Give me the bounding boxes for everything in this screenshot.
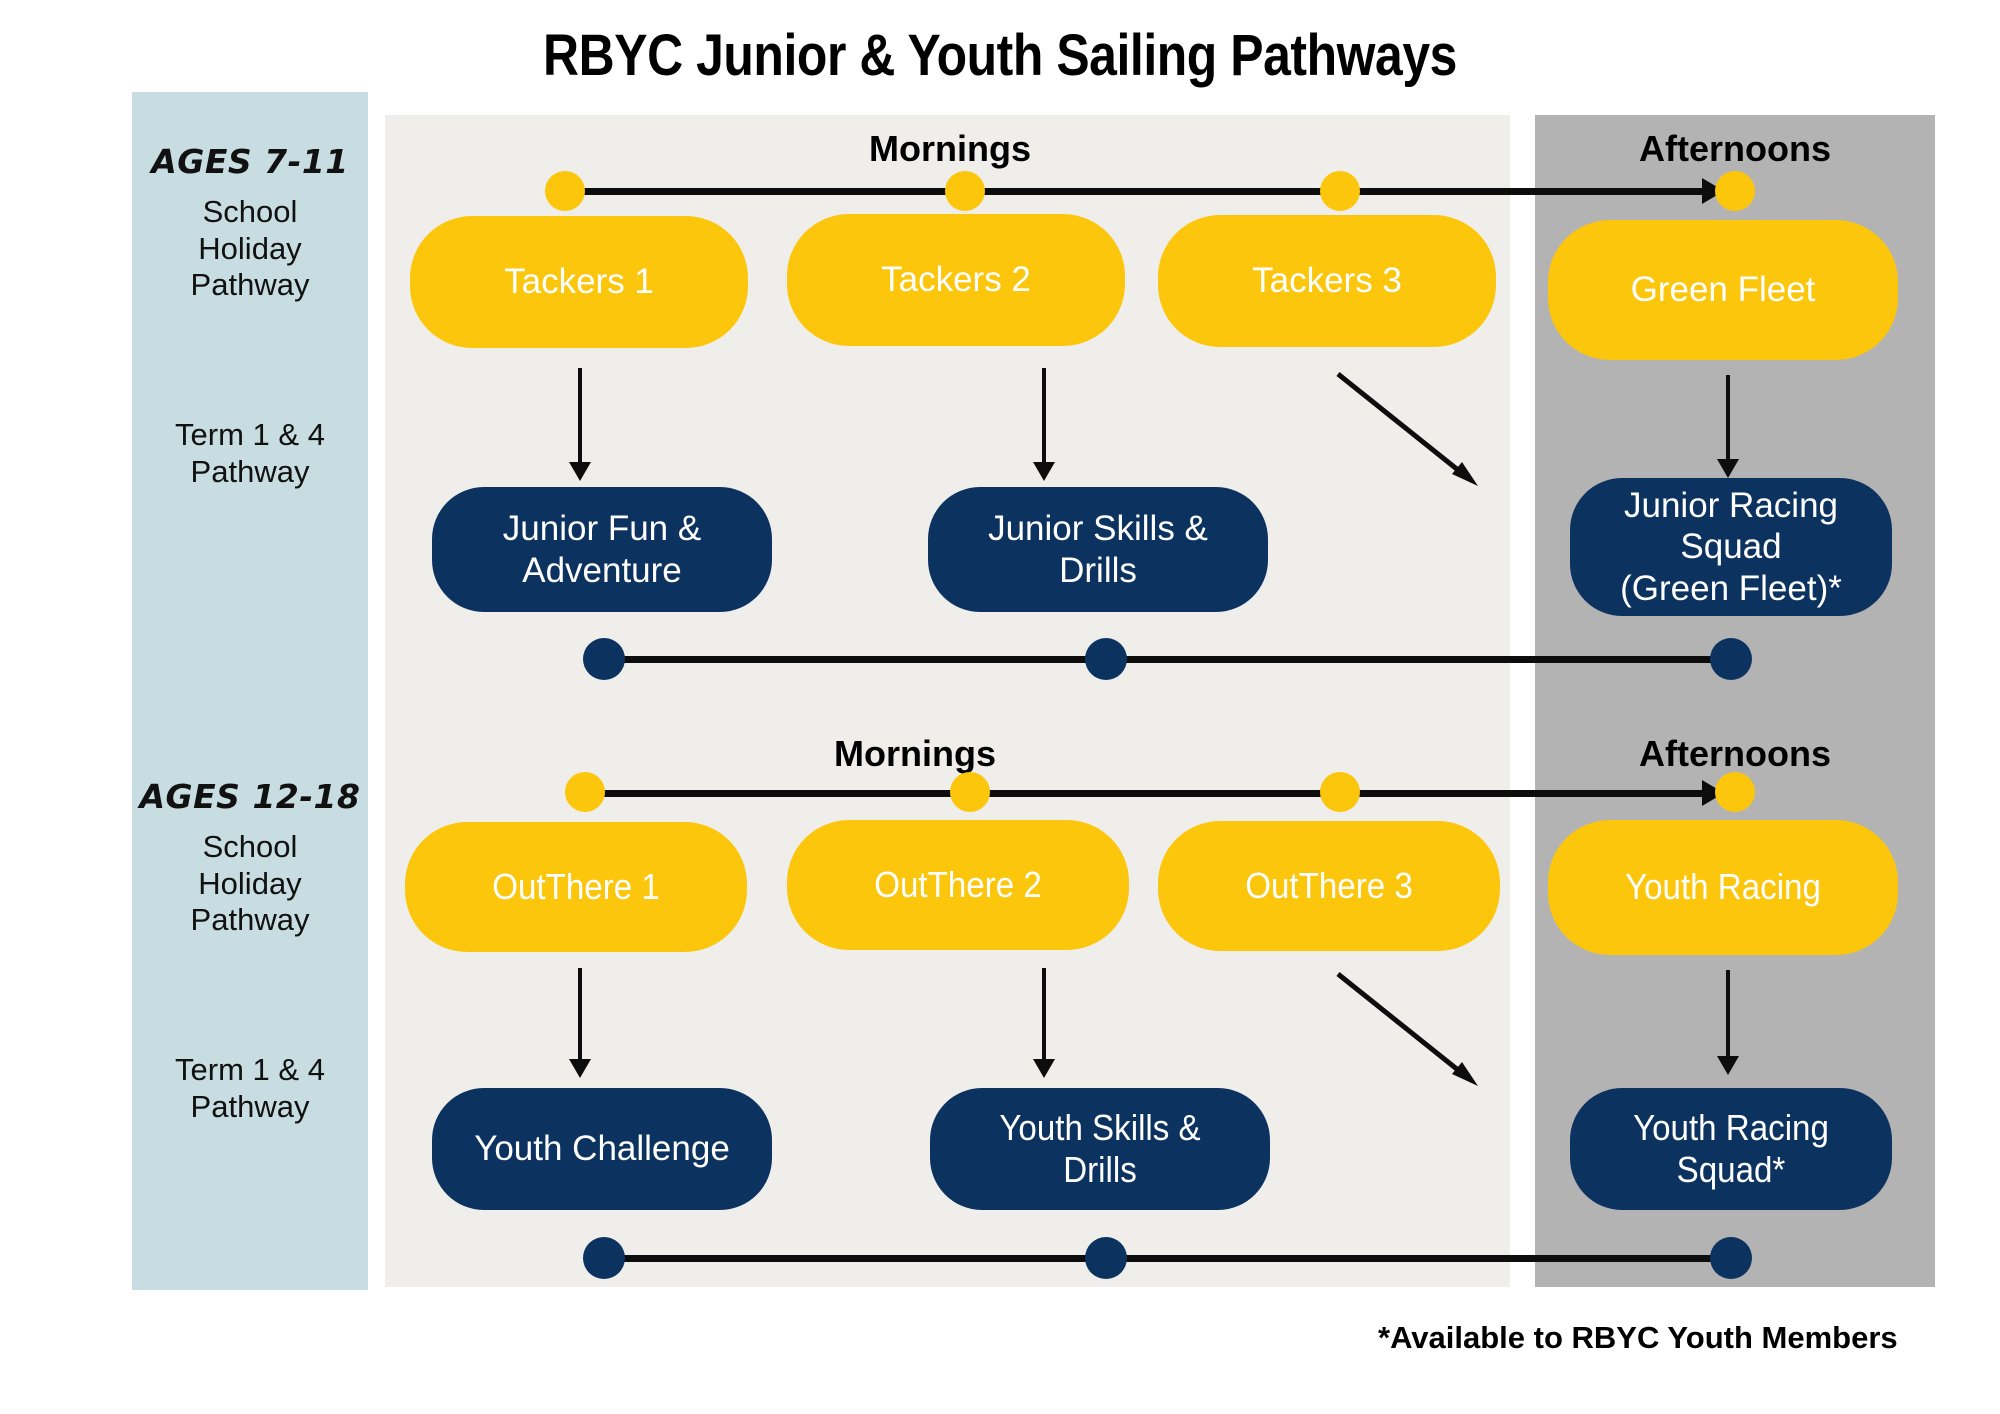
holiday-node-4-junior [1715,171,1755,211]
term-node-2-junior [1085,638,1127,680]
diagonal-arrow-tackers3 [1336,372,1478,486]
course-label: Green Fleet [1630,270,1816,310]
afternoon-header-youth: Afternoons [1639,733,1831,774]
term-pathway-label-junior: Term 1 & 4 Pathway [175,417,325,489]
holiday-progress-line-junior [565,188,1720,195]
course-green-fleet[interactable]: Green Fleet [1548,220,1898,360]
course-label: Youth Skills & Drills [999,1106,1201,1190]
course-tackers-3[interactable]: Tackers 3 [1158,215,1496,347]
afternoon-panel-junior [1535,115,1935,730]
course-youth-challenge[interactable]: Youth Challenge [432,1088,772,1210]
holiday-node-1-junior [545,171,585,211]
holiday-pathway-label-youth: School Holiday Pathway [190,829,310,938]
arrow-head-outthere2-to-youth-skills [1033,1059,1055,1078]
arrow-head-tackers2-to-junior-skills [1033,462,1055,481]
arrow-head-outthere1-to-youth-challenge [569,1059,591,1078]
course-youth-skills-drills[interactable]: Youth Skills & Drills [930,1088,1270,1210]
diagonal-arrow-outthere3 [1336,972,1478,1086]
course-label: Tackers 2 [881,260,1031,300]
page-title: RBYC Junior & Youth Sailing Pathways [543,23,1457,88]
term-node-3-youth [1710,1237,1752,1279]
arrow-head-tackers1-to-junior-fun [569,462,591,481]
course-youth-racing-squad[interactable]: Youth Racing Squad* [1570,1088,1892,1210]
course-label: Youth Racing [1625,866,1821,908]
holiday-node-4-youth [1715,772,1755,812]
course-label: Tackers 1 [504,262,654,302]
sidebar-junior: AGES 7-11 School Holiday Pathway Term 1 … [132,92,368,732]
course-label: OutThere 1 [492,865,660,907]
term-node-1-youth [583,1237,625,1279]
holiday-node-2-youth [950,772,990,812]
morning-header-junior: Mornings [869,128,1031,169]
holiday-pathway-label-junior: School Holiday Pathway [190,194,310,303]
course-outthere-3[interactable]: OutThere 3 [1158,821,1500,951]
sidebar-youth: AGES 12-18 School Holiday Pathway Term 1… [132,725,368,1290]
term-progress-line-youth [605,1255,1745,1262]
course-outthere-2[interactable]: OutThere 2 [787,820,1129,950]
arrow-line-greenfleet-to-junior-squad [1726,375,1730,463]
course-junior-fun-adventure[interactable]: Junior Fun & Adventure [432,487,772,612]
afternoon-header-junior: Afternoons [1639,128,1831,169]
morning-header-youth: Mornings [834,733,996,774]
course-label: Youth Challenge [474,1129,730,1169]
term-progress-line-junior [605,656,1745,663]
arrow-line-tackers1-to-junior-fun [578,368,582,466]
holiday-node-1-youth [565,772,605,812]
holiday-progress-line-youth [585,790,1720,797]
course-tackers-2[interactable]: Tackers 2 [787,214,1125,346]
course-label: Junior Racing Squad (Green Fleet)* [1620,486,1842,608]
course-label: OutThere 3 [1245,864,1413,906]
term-pathway-label-youth: Term 1 & 4 Pathway [175,1052,325,1124]
course-label: Youth Racing Squad* [1633,1106,1829,1190]
age-label-youth: AGES 12-18 [139,777,361,816]
course-youth-racing[interactable]: Youth Racing [1548,820,1898,955]
course-junior-racing-squad[interactable]: Junior Racing Squad (Green Fleet)* [1570,478,1892,616]
course-outthere-1[interactable]: OutThere 1 [405,822,747,952]
term-node-3-junior [1710,638,1752,680]
arrow-head-youthracing-to-youth-squad [1717,1056,1739,1075]
arrow-head-greenfleet-to-junior-squad [1717,459,1739,478]
holiday-node-2-junior [945,171,985,211]
arrow-line-tackers2-to-junior-skills [1042,368,1046,466]
course-label: OutThere 2 [874,863,1042,905]
term-node-1-junior [583,638,625,680]
holiday-node-3-junior [1320,171,1360,211]
course-tackers-1[interactable]: Tackers 1 [410,216,748,348]
holiday-node-3-youth [1320,772,1360,812]
arrow-line-outthere2-to-youth-skills [1042,968,1046,1063]
course-label: Junior Fun & Adventure [502,509,702,590]
course-label: Tackers 3 [1252,261,1402,301]
age-label-junior: AGES 7-11 [151,142,349,181]
arrow-line-youthracing-to-youth-squad [1726,970,1730,1060]
footnote: *Available to RBYC Youth Members [1378,1320,1898,1355]
course-junior-skills-drills[interactable]: Junior Skills & Drills [928,487,1268,612]
arrow-line-outthere1-to-youth-challenge [578,968,582,1063]
course-label: Junior Skills & Drills [988,509,1208,590]
term-node-2-youth [1085,1237,1127,1279]
